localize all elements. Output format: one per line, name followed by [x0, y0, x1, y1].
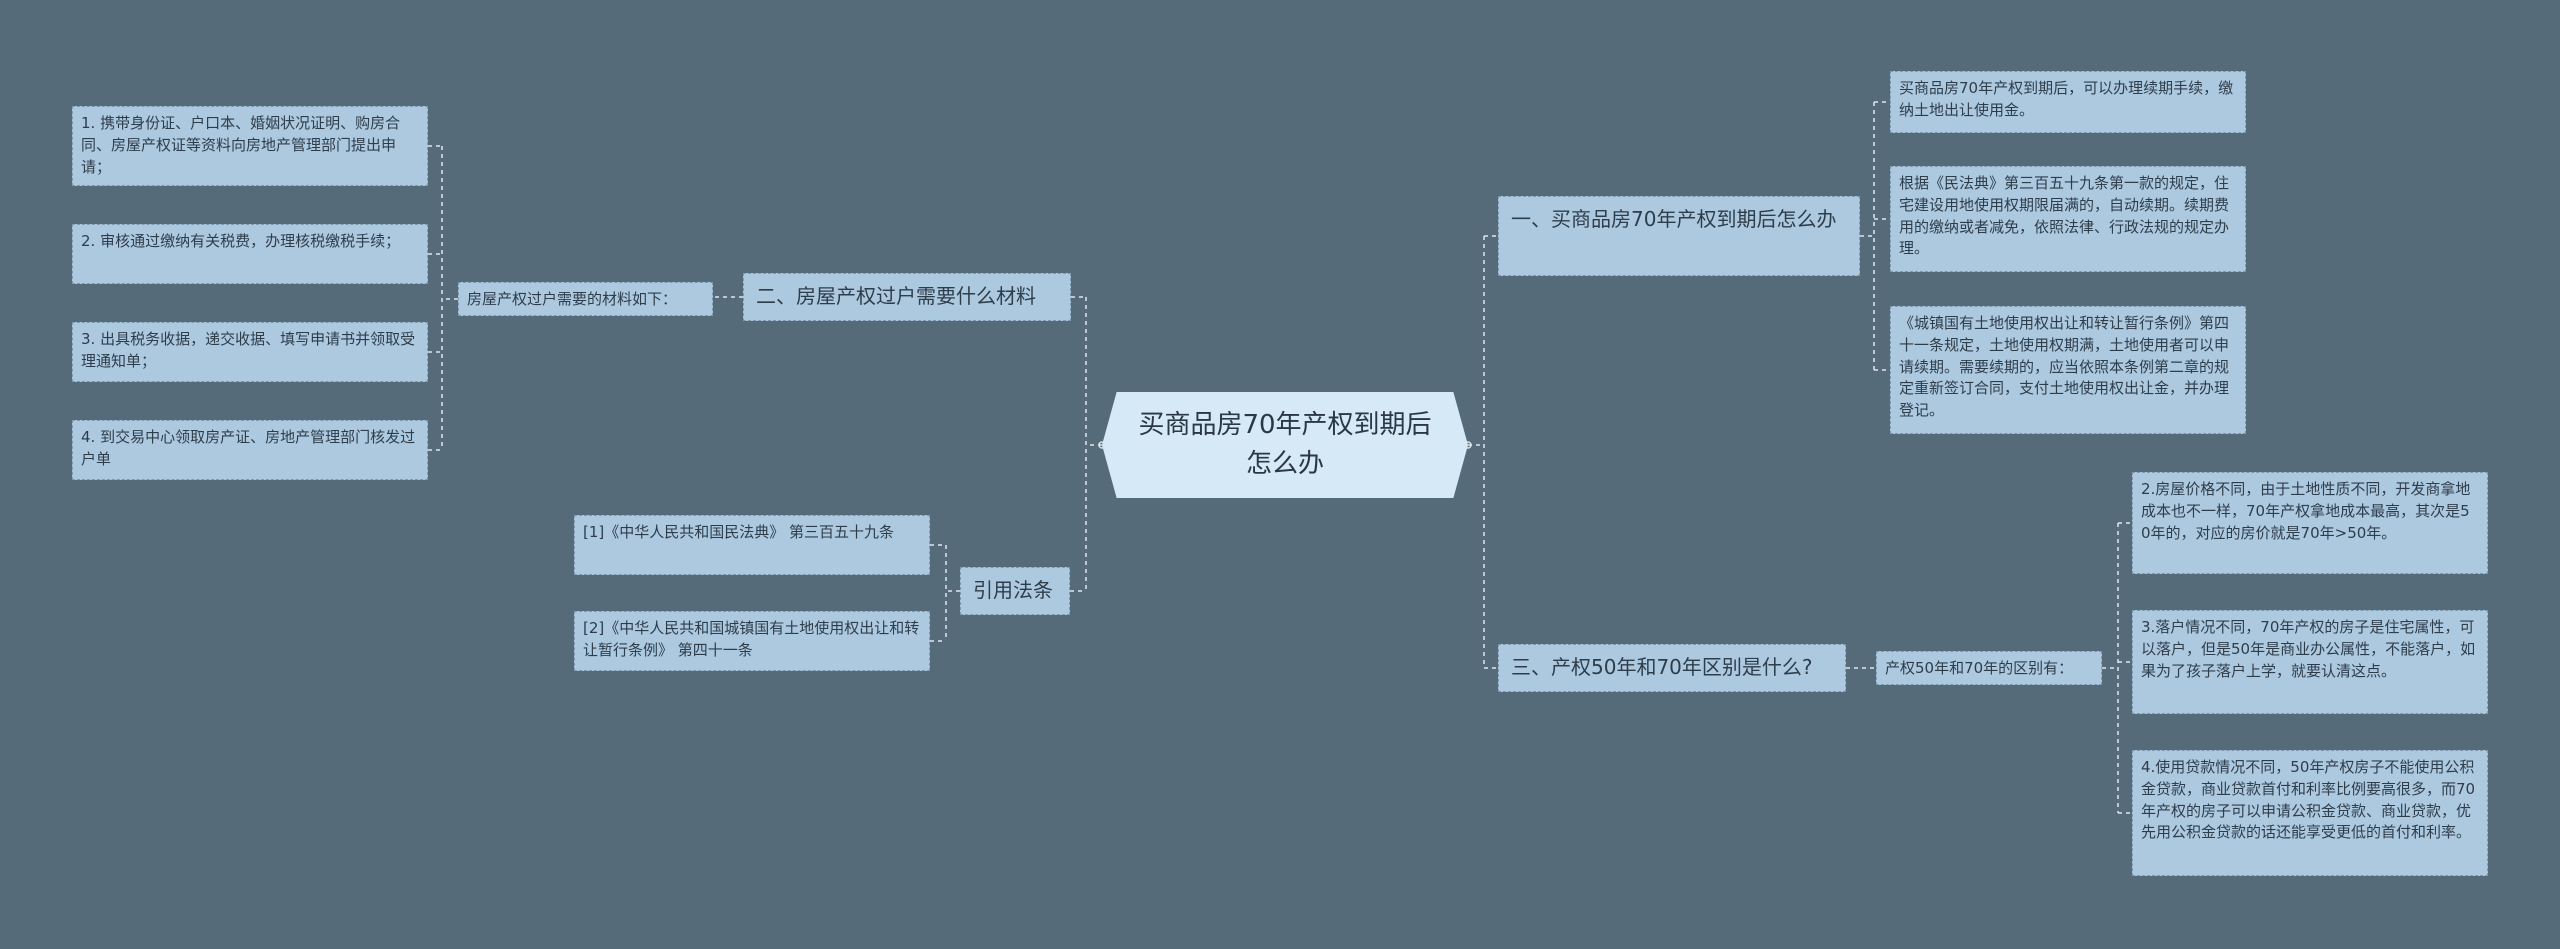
branch-difference-item[interactable]: 3.落户情况不同，70年产权的房子是住宅属性，可以落户，但是50年是商业办公属性…: [2132, 610, 2488, 714]
branch-transfer-subtopic[interactable]: 房屋产权过户需要的材料如下：: [458, 282, 713, 316]
branch-transfer-item[interactable]: 1. 携带身份证、户口本、婚姻状况证明、购房合同、房屋产权证等资料向房地产管理部…: [72, 106, 428, 186]
branch-reference-item[interactable]: [2]《中华人民共和国城镇国有土地使用权出让和转让暂行条例》 第四十一条: [574, 611, 930, 671]
branch-difference-item[interactable]: 2.房屋价格不同，由于土地性质不同，开发商拿地成本也不一样，70年产权拿地成本最…: [2132, 472, 2488, 574]
root-topic[interactable]: 买商品房70年产权到期后怎么办: [1102, 392, 1468, 498]
branch-renewal-title[interactable]: 一、买商品房70年产权到期后怎么办: [1498, 196, 1860, 276]
branch-transfer-title[interactable]: 二、房屋产权过户需要什么材料: [743, 273, 1071, 321]
branch-difference-item[interactable]: 4.使用贷款情况不同，50年产权房子不能使用公积金贷款，商业贷款首付和利率比例要…: [2132, 750, 2488, 876]
branch-transfer-item[interactable]: 4. 到交易中心领取房产证、房地产管理部门核发过户单: [72, 420, 428, 480]
branch-renewal-item[interactable]: 《城镇国有土地使用权出让和转让暂行条例》第四十一条规定，土地使用权期满，土地使用…: [1890, 306, 2246, 434]
branch-transfer-item[interactable]: 3. 出具税务收据，递交收据、填写申请书并领取受理通知单；: [72, 322, 428, 382]
branch-difference-title[interactable]: 三、产权50年和70年区别是什么?: [1498, 644, 1846, 692]
branch-difference-subtopic[interactable]: 产权50年和70年的区别有：: [1876, 651, 2102, 685]
branch-renewal-item[interactable]: 根据《民法典》第三百五十九条第一款的规定，住宅建设用地使用权期限届满的，自动续期…: [1890, 166, 2246, 272]
branch-transfer-item[interactable]: 2. 审核通过缴纳有关税费，办理核税缴税手续；: [72, 224, 428, 284]
branch-reference-item[interactable]: [1]《中华人民共和国民法典》 第三百五十九条: [574, 515, 930, 575]
branch-renewal-item[interactable]: 买商品房70年产权到期后，可以办理续期手续，缴纳土地出让使用金。: [1890, 71, 2246, 133]
branch-references-title[interactable]: 引用法条: [960, 567, 1070, 615]
